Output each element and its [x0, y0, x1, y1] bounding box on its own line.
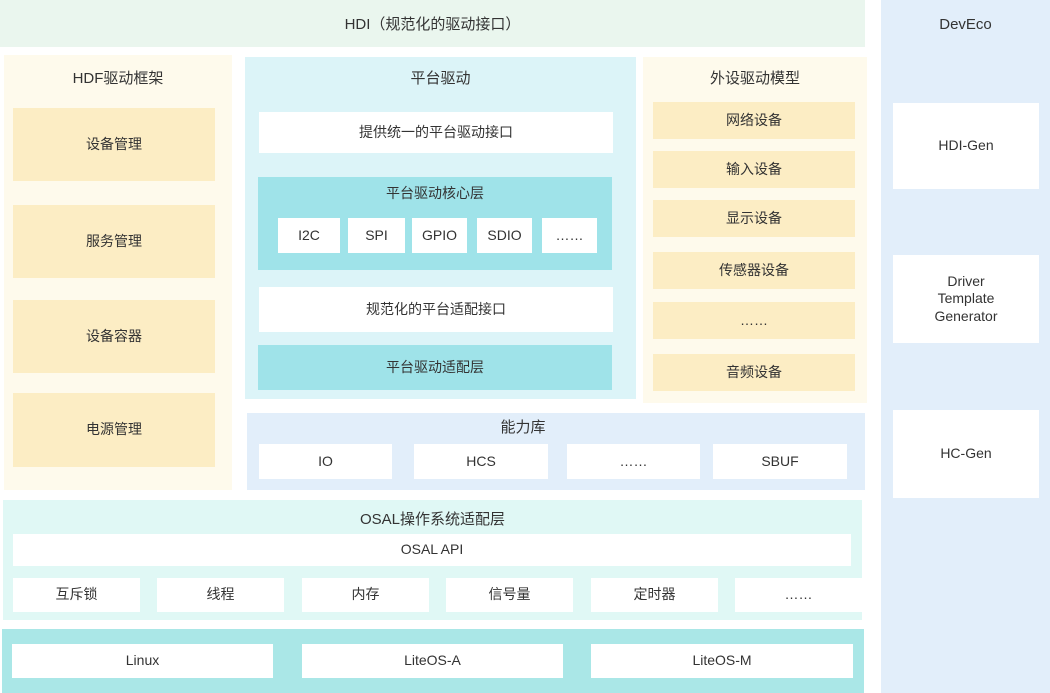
capability-item-hcs: HCS	[414, 444, 548, 479]
osal-item-memory: 内存	[302, 578, 429, 612]
platform-adapt-layer-box: 平台驱动适配层	[258, 345, 612, 390]
core-item-sdio: SDIO	[477, 218, 532, 253]
osal-panel: OSAL操作系统适配层 OSAL API 互斥锁 线程 内存 信号量 定时器 ……	[3, 500, 862, 620]
deveco-panel: DevEco HDI-Gen Driver Template Generator…	[881, 0, 1050, 693]
platform-adapt-api-box: 规范化的平台适配接口	[259, 287, 613, 332]
peripheral-models-title: 外设驱动模型	[709, 70, 800, 87]
peripheral-item-network: 网络设备	[653, 102, 855, 139]
core-item-i2c: I2C	[278, 218, 340, 253]
kernel-item-liteos-m: LiteOS-M	[591, 644, 853, 678]
osal-item-mutex: 互斥锁	[13, 578, 140, 612]
osal-item-semaphore: 信号量	[446, 578, 573, 612]
osal-item-timer: 定时器	[591, 578, 718, 612]
core-item-spi: SPI	[348, 218, 405, 253]
platform-driver-title: 平台驱动	[410, 70, 471, 87]
platform-core-layer-title: 平台驱动核心层	[386, 185, 484, 201]
hdf-framework-title: HDF驱动框架	[72, 70, 164, 87]
peripheral-item-input: 输入设备	[653, 151, 855, 188]
hdi-banner-title: HDI（规范化的驱动接口）	[344, 16, 521, 33]
deveco-title: DevEco	[939, 16, 992, 33]
peripheral-models-panel: 外设驱动模型 网络设备 输入设备 显示设备 传感器设备 …… 音频设备	[643, 57, 867, 403]
deveco-tool-driver-template-generator: Driver Template Generator	[893, 255, 1039, 343]
kernel-item-linux: Linux	[12, 644, 273, 678]
hdf-item-service-manage: 服务管理	[13, 205, 215, 278]
capability-item-io: IO	[259, 444, 392, 479]
platform-core-layer-box: 平台驱动核心层 I2C SPI GPIO SDIO ……	[258, 177, 612, 270]
peripheral-item-more: ……	[653, 302, 855, 339]
deveco-tool-hdi-gen: HDI-Gen	[893, 103, 1039, 189]
core-item-more: ……	[542, 218, 597, 253]
osal-title: OSAL操作系统适配层	[359, 511, 506, 528]
deveco-tool-hc-gen: HC-Gen	[893, 410, 1039, 498]
platform-driver-panel: 平台驱动 提供统一的平台驱动接口 平台驱动核心层 I2C SPI GPIO SD…	[245, 57, 636, 399]
hdf-item-device-host: 设备容器	[13, 300, 215, 373]
osal-item-more: ……	[735, 578, 862, 612]
kernel-panel: Linux LiteOS-A LiteOS-M	[2, 629, 864, 693]
capability-item-sbuf: SBUF	[713, 444, 847, 479]
hdf-framework-panel: HDF驱动框架 设备管理 服务管理 设备容器 电源管理	[4, 55, 232, 490]
capability-item-more: ……	[567, 444, 700, 479]
hdi-banner: HDI（规范化的驱动接口）	[0, 0, 865, 47]
peripheral-item-sensor: 传感器设备	[653, 252, 855, 289]
hdf-item-power-manage: 电源管理	[13, 393, 215, 467]
core-item-gpio: GPIO	[412, 218, 467, 253]
platform-unified-api-box: 提供统一的平台驱动接口	[259, 112, 613, 153]
peripheral-item-display: 显示设备	[653, 200, 855, 237]
osal-api-box: OSAL API	[13, 534, 851, 566]
osal-item-thread: 线程	[157, 578, 284, 612]
hdf-item-device-manage: 设备管理	[13, 108, 215, 181]
capability-library-panel: 能力库 IO HCS …… SBUF	[247, 413, 865, 490]
deveco-tool-driver-template-generator-label: Driver Template Generator	[934, 272, 998, 324]
peripheral-item-audio: 音频设备	[653, 354, 855, 391]
kernel-item-liteos-a: LiteOS-A	[302, 644, 563, 678]
capability-library-title: 能力库	[500, 419, 546, 436]
